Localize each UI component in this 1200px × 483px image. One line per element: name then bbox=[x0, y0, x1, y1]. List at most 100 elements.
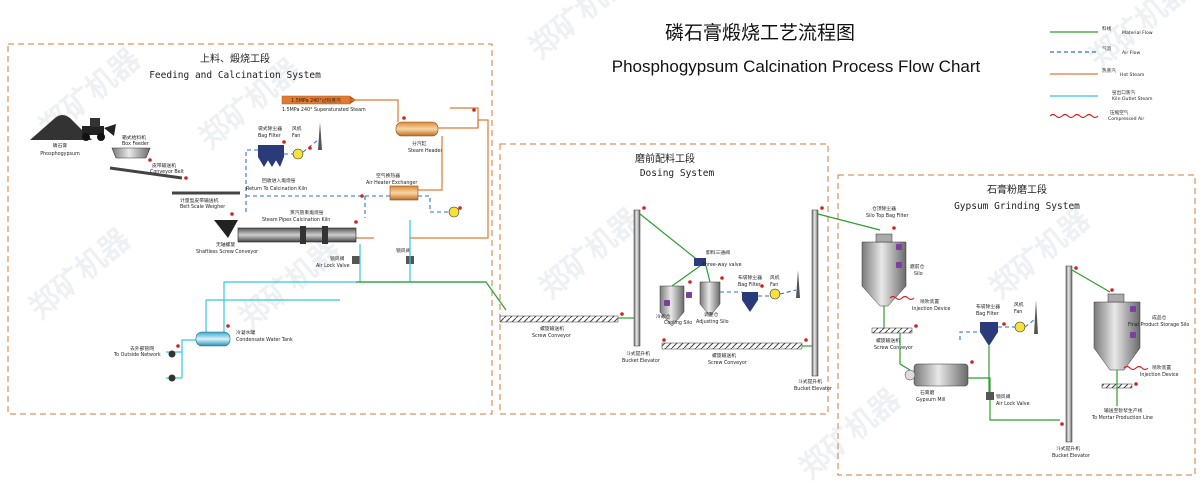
belt-scale-label-cn: 计量型皮带输送机 bbox=[180, 197, 219, 204]
bucket-1-label-cn: 斗式提升机 bbox=[626, 350, 650, 357]
section-dosing-title-cn: 磨前配料工段 bbox=[635, 152, 695, 165]
phosphogypsum-label-cn: 磷石膏 bbox=[53, 142, 68, 149]
box-feeder-label-en: Box Feeder bbox=[122, 141, 149, 147]
wheel-loader bbox=[82, 118, 116, 141]
bucket-elevator-3 bbox=[1065, 265, 1073, 443]
steam-header-label-en: Steam Header bbox=[408, 148, 443, 154]
gypsum-mill bbox=[913, 363, 969, 387]
watermark: 郑矿机器 bbox=[793, 382, 908, 483]
section-feeding-box bbox=[7, 43, 493, 415]
mortar-label-en: To Mortar Production Line bbox=[1091, 415, 1153, 421]
bucket-3-label-en: Bucket Elevator bbox=[1052, 453, 1090, 459]
outside-label-cn: 去外部管网 bbox=[130, 345, 154, 352]
final-silo-label-cn: 成品仓 bbox=[1152, 314, 1167, 321]
screw-3-label-cn: 螺旋输送机 bbox=[876, 337, 900, 344]
lock-valve-label-cn: 锁风阀 bbox=[396, 247, 411, 254]
legend-en-steam: Hot Steam bbox=[1120, 72, 1145, 78]
gauge-markers bbox=[664, 244, 1136, 338]
screw-1-label-en: Screw Conveyor bbox=[532, 333, 571, 339]
bag-filter-1-label-en: Bag Filter bbox=[258, 133, 281, 139]
bucket-1-label-en: Bucket Elevator bbox=[622, 358, 660, 364]
adjusting-silo-label-en: Adjusting Silo bbox=[696, 319, 729, 325]
legend-cn-compressed-air: 压缩空气 bbox=[1110, 109, 1129, 116]
steam-header bbox=[395, 121, 439, 137]
injection-2-label-en: Injection Device bbox=[1140, 372, 1179, 378]
bucket-2-label-en: Bucket Elevator bbox=[794, 386, 832, 392]
fan-air-heater bbox=[448, 206, 460, 218]
section-dosing-title-en: Dosing System bbox=[640, 168, 715, 179]
silo-label-en: Silo bbox=[914, 271, 923, 277]
air-lock-valve-2 bbox=[986, 392, 994, 400]
phosphogypsum-label-en: Phosphogypsum bbox=[40, 151, 80, 157]
section-grinding-box bbox=[837, 174, 1196, 476]
watermark: 郑矿机器 bbox=[233, 232, 348, 337]
legend-cn-kiln-steam: 窑出口蒸汽 bbox=[1112, 89, 1135, 96]
legend: 料线 Material Flow 气流 Air Flow 热蒸汽 Hot Ste… bbox=[1049, 25, 1153, 122]
material-line bbox=[356, 281, 507, 311]
steam-supply-label-en: 1.5MPa 240° Superaturated Steam bbox=[282, 107, 366, 113]
kiln-steam-line bbox=[181, 339, 196, 378]
kiln-label-en: Steam Pipes Calcination Kiln bbox=[262, 217, 330, 223]
return-kiln-label-en: Return To Calcination Kiln bbox=[246, 186, 307, 192]
condensate-label-cn: 冷凝水罐 bbox=[236, 329, 255, 336]
kiln-steam-line bbox=[223, 244, 361, 334]
three-way-label-en: Three-way valve bbox=[701, 262, 742, 268]
cooling-silo bbox=[659, 285, 685, 327]
section-feeding-title-cn: 上料、煅烧工段 bbox=[200, 52, 270, 65]
screw-1-label-cn: 螺旋输送机 bbox=[540, 325, 564, 332]
instrument-markers bbox=[148, 108, 1138, 426]
conveyor-belt-label-cn: 皮带输送机 bbox=[152, 162, 176, 169]
air-line bbox=[245, 149, 258, 212]
steam-supply-label: 1.5MPa 240°过热蒸汽 bbox=[291, 97, 341, 104]
conveyor-belt-label-en: Conveyor Belt bbox=[150, 169, 184, 175]
bag-filter-3-label-en: Bag Filter bbox=[976, 311, 999, 317]
silo-top-label-cn: 仓顶除尘器 bbox=[872, 205, 896, 212]
legend-en-air: Air Flow bbox=[1122, 50, 1140, 56]
section-feeding-title-en: Feeding and Calcination System bbox=[149, 70, 321, 81]
air-heater-label-cn: 空气换热器 bbox=[376, 172, 400, 179]
legend-line-compressed-air bbox=[1049, 113, 1099, 119]
calcination-kiln bbox=[237, 227, 357, 243]
chimney-2 bbox=[796, 270, 800, 298]
condensate-water-tank bbox=[195, 331, 231, 347]
air-line bbox=[302, 139, 319, 153]
screw-conveyor-3 bbox=[871, 327, 913, 334]
steam-line bbox=[410, 119, 489, 239]
pump bbox=[168, 350, 176, 358]
box-feeder bbox=[111, 147, 151, 159]
legend-en-material: Material Flow bbox=[1122, 30, 1153, 36]
section-grinding-title-cn: 石膏粉磨工段 bbox=[987, 183, 1047, 196]
screw-conveyor-2 bbox=[661, 342, 803, 350]
mill-label-cn: 石膏磨 bbox=[920, 389, 935, 396]
cooling-silo-label-en: Cooling Silo bbox=[664, 320, 692, 326]
legend-en-compressed-air: Compressed Air bbox=[1108, 116, 1144, 122]
phosphogypsum-pile bbox=[30, 115, 92, 140]
steam-line bbox=[418, 136, 443, 191]
injection-device-1 bbox=[889, 295, 915, 301]
fan-3-label-cn: 风机 bbox=[1014, 301, 1024, 308]
bucket-elevator-2 bbox=[811, 209, 819, 377]
mill-label-en: Gypsum Mill bbox=[916, 397, 945, 403]
watermark: 郑矿机器 bbox=[1083, 0, 1198, 76]
watermark: 郑矿机器 bbox=[983, 202, 1098, 307]
air-lock-1-label-cn: 锁风阀 bbox=[330, 255, 345, 262]
final-product-silo bbox=[1093, 301, 1141, 371]
final-silo-label-en: Final Product Storage Silo bbox=[1128, 322, 1189, 328]
bag-filter-1-label-cn: 袋式除尘器 bbox=[258, 125, 282, 132]
material-line bbox=[968, 377, 1060, 421]
material-line bbox=[817, 213, 881, 231]
outside-label-en: To Outside Network bbox=[113, 352, 161, 358]
bucket-3-label-cn: 斗式提升机 bbox=[1056, 445, 1080, 452]
watermark: 郑矿机器 bbox=[23, 222, 138, 327]
condensate-label-en: Condensate Water Tank bbox=[236, 337, 293, 343]
steam-header-label-cn: 分汽缸 bbox=[412, 140, 427, 147]
shaftless-label-cn: 无轴螺旋 bbox=[216, 241, 235, 248]
cooling-silo-label-cn: 冷却仓 bbox=[656, 313, 671, 320]
bag-filter-3 bbox=[980, 322, 998, 346]
bag-filter-2-label-cn: 布袋除尘器 bbox=[738, 274, 762, 281]
adjusting-silo bbox=[699, 281, 721, 317]
air-lock-1-label-en: Air Lock Valve bbox=[316, 263, 350, 269]
steam-line bbox=[450, 107, 479, 128]
adjusting-silo-label-cn: 调整仓 bbox=[704, 311, 719, 318]
fan-1-label-cn: 风机 bbox=[292, 125, 302, 132]
